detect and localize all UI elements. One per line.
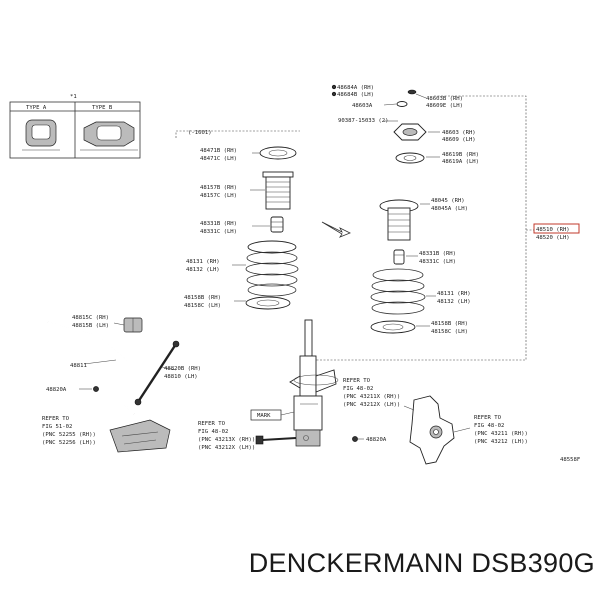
label-48820a-left: 48820A	[46, 387, 67, 393]
label-48157c: 48157C (LH)	[200, 193, 237, 199]
label-48510: 48510 (RH)	[536, 227, 570, 233]
nut-icon	[93, 386, 99, 392]
label-48158b-right: 48158B (RH)	[431, 321, 468, 327]
label-48820a-right: 48820A	[366, 437, 387, 443]
label-48619b: 48619B (RH)	[442, 152, 479, 158]
dash-marker: (-1601)	[188, 130, 212, 136]
label-48810: 48810 (LH)	[164, 374, 198, 380]
diagram-code: 48558F	[560, 457, 581, 463]
label-48471c: 48471C (LH)	[200, 156, 237, 162]
label-48132-right: 48132 (LH)	[437, 299, 471, 305]
ref-center-1: REFER TO	[343, 378, 371, 384]
left-bump-stopper	[252, 216, 284, 233]
label-48045a: 48045A (LH)	[431, 206, 468, 212]
label-48331c-right: 48331C (LH)	[419, 259, 456, 265]
ref-mid-3: (PNC 43213X (RH))	[198, 437, 255, 443]
type-a-bushing-icon	[22, 119, 60, 151]
type-b-label: TYPE B	[92, 105, 113, 111]
ref-mid-4: (PNC 43212X (LH))	[198, 445, 255, 451]
strut-bolt	[255, 435, 297, 445]
brand-caption: DENCKERMANN DSB390G	[248, 548, 595, 578]
direction-arrow	[321, 221, 351, 238]
label-48132-left: 48132 (LH)	[186, 267, 220, 273]
label-48131-right: 48131 (RH)	[437, 291, 471, 297]
inset-header: *1	[70, 94, 77, 100]
ref-left-3: (PNC 52255 (RH))	[42, 432, 96, 438]
mark-tag: MARK	[250, 409, 295, 421]
label-48684b: 48684B (LH)	[337, 92, 374, 98]
ref-mid-2: FIG 48-02	[198, 429, 228, 435]
mark-label: MARK	[257, 413, 271, 419]
nut-icon	[331, 91, 337, 97]
label-48609e: 48609E (LH)	[426, 103, 463, 109]
ref-left-1: REFER TO	[42, 416, 70, 422]
left-bellows-dust-boot	[250, 171, 294, 210]
left-coil-spring	[232, 240, 299, 297]
label-48158c-right: 48158C (LH)	[431, 329, 468, 335]
label-48158b-left: 48158B (RH)	[184, 295, 221, 301]
label-48045: 48045 (RH)	[431, 198, 465, 204]
nut-icon	[331, 84, 337, 90]
label-48603a: 48603A	[352, 103, 373, 109]
label-48520: 48520 (LH)	[536, 235, 570, 241]
ref-right-3: (PNC 43211 (RH))	[474, 431, 528, 437]
steering-knuckle	[403, 395, 471, 465]
label-48331c-left: 48331C (LH)	[200, 229, 237, 235]
type-inset: *1 TYPE A TYPE B	[9, 94, 141, 159]
upper-washer-parts	[383, 89, 427, 107]
upper-bearing	[395, 152, 440, 164]
label-48157b: 48157B (RH)	[200, 185, 237, 191]
label-48158c-left: 48158C (LH)	[184, 303, 221, 309]
assembly-bracket	[316, 95, 580, 361]
ref-right-2: FIG 48-02	[474, 423, 504, 429]
shock-absorber	[289, 319, 339, 447]
label-48815c: 48815C (RH)	[72, 315, 109, 321]
ref-mid-1: REFER TO	[198, 421, 226, 427]
label-48684a: 48684A (RH)	[337, 85, 374, 91]
right-coil-spring	[370, 268, 436, 315]
ref-left-4: (PNC 52256 (LH))	[42, 440, 96, 446]
ref-left-2: FIG 51-02	[42, 424, 72, 430]
type-b-bushing-icon	[80, 121, 138, 151]
nut-icon	[352, 436, 358, 442]
left-assembly-bracket: (-1601)	[175, 130, 300, 138]
left-lower-spring-insulator	[234, 296, 291, 310]
label-48811: 48811	[70, 363, 87, 369]
label-48471b: 48471B (RH)	[200, 148, 237, 154]
right-lower-spring-insulator	[370, 320, 430, 334]
ref-center-2: FIG 48-02	[343, 386, 373, 392]
label-90387: 90387-15033 (2)	[338, 118, 389, 124]
label-48603-rh: 48603 (RH)	[442, 130, 476, 136]
ref-right-4: (PNC 43212 (LH))	[474, 439, 528, 445]
label-48603b: 48603B (RH)	[426, 96, 463, 102]
type-a-label: TYPE A	[26, 105, 47, 111]
label-48131-left: 48131 (RH)	[186, 259, 220, 265]
label-48815b: 48815B (LH)	[72, 323, 109, 329]
stabilizer-link	[134, 340, 180, 406]
right-boot-assembly	[379, 199, 430, 241]
ref-right-1: REFER TO	[474, 415, 502, 421]
label-48609-lh: 48609 (LH)	[442, 137, 476, 143]
ref-center-3: (PNC 43211X (RH))	[343, 394, 400, 400]
label-48331b-left: 48331B (RH)	[200, 221, 237, 227]
label-48619a: 48619A (LH)	[442, 159, 479, 165]
label-48820b: 48820B (RH)	[164, 366, 201, 372]
ref-center-4: (PNC 43212X (LH))	[343, 402, 400, 408]
right-bump-stopper	[393, 249, 418, 265]
lower-arm-bracket	[109, 419, 171, 453]
left-upper-mount-seat	[252, 146, 297, 160]
stabilizer-bar	[47, 317, 143, 415]
upper-strut-mount	[393, 123, 440, 141]
label-48331b-right: 48331B (RH)	[419, 251, 456, 257]
